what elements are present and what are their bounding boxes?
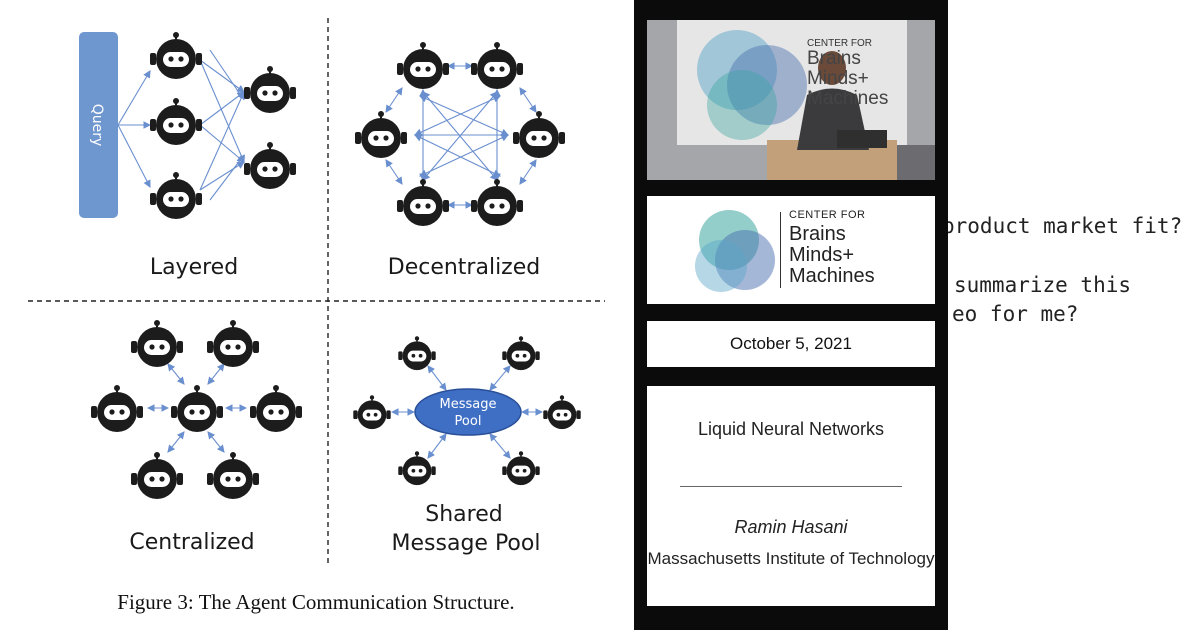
robot-icon [470, 41, 524, 90]
robot-icon [170, 384, 224, 433]
title-divider [680, 486, 902, 487]
figure-caption: Figure 3: The Agent Communication Struct… [117, 590, 514, 614]
title-card: Liquid Neural Networks Ramin Hasani Mass… [647, 386, 935, 606]
robot-icon [352, 394, 392, 430]
layered-label: Layered [150, 255, 238, 280]
talk-date: October 5, 2021 [730, 334, 852, 353]
frame-logo-line: Minds+ [807, 68, 869, 89]
decentralized-label: Decentralized [388, 255, 540, 280]
robot-icon [470, 178, 524, 227]
robot-icon [206, 319, 260, 368]
query-box [79, 32, 118, 218]
note-line-1: product market fit? [948, 214, 1182, 238]
note-line-2: summarize this [954, 273, 1131, 297]
robot-icon [501, 450, 541, 486]
logo-line-machines: Machines [789, 265, 875, 287]
date-card: October 5, 2021 [647, 321, 935, 367]
frame-logo-small: CENTER FOR [807, 38, 872, 49]
shared-label-line2: Message Pool [392, 531, 541, 556]
robot-icon [397, 450, 437, 486]
message-pool [414, 388, 522, 436]
robot-icon [90, 384, 144, 433]
note-line-3: eo for me? [952, 302, 1078, 326]
robot-icon [243, 141, 297, 190]
robot-icon [249, 384, 303, 433]
cbmm-logo-card: CENTER FOR Brains Minds+ Machines [647, 196, 935, 304]
speaker-institution: Massachusetts Institute of Technology [647, 549, 935, 568]
robot-icon [149, 171, 203, 220]
shared-pool-panel: Message Pool Shared Message Pool [352, 335, 582, 556]
robot-icon [397, 335, 437, 371]
robot-icon [501, 335, 541, 371]
robot-icon [396, 41, 450, 90]
speaker-video-frame[interactable]: CENTER FOR Brains Minds+ Machines [647, 20, 935, 180]
robot-icon [542, 394, 582, 430]
centralized-label: Centralized [129, 530, 254, 555]
robot-icon [130, 319, 184, 368]
layered-panel: Query Layered [79, 31, 297, 280]
robot-icon [512, 110, 566, 159]
handwritten-notes: product market fit? summarize this eo fo… [948, 214, 1182, 326]
logo-divider [780, 212, 781, 288]
talk-title: Liquid Neural Networks [697, 419, 885, 439]
shared-label-line1: Shared [425, 502, 502, 527]
logo-line-minds: Minds+ [789, 244, 855, 266]
robot-icon [243, 65, 297, 114]
decentralized-panel: Decentralized [354, 41, 566, 280]
pool-label-line1: Message [440, 397, 497, 412]
centralized-panel: Centralized [90, 319, 303, 555]
robot-icon [149, 31, 203, 80]
cbmm-logo-text: CENTER FOR Brains Minds+ Machines [789, 210, 875, 287]
agent-communication-diagram: Query Layered [28, 18, 605, 614]
robot-icon [130, 451, 184, 500]
query-label: Query [89, 104, 105, 147]
robot-icon [149, 97, 203, 146]
robot-icon [354, 110, 408, 159]
frame-logo-text: CENTER FOR Brains Minds+ Machines [807, 38, 888, 109]
cbmm-logo-icon [695, 210, 775, 292]
robot-icon [206, 451, 260, 500]
speaker-scene [647, 20, 935, 180]
robot-icon [396, 178, 450, 227]
speaker-name: Ramin Hasani [734, 517, 848, 537]
logo-center-for: CENTER FOR [789, 209, 866, 221]
lecture-video[interactable]: CENTER FOR Brains Minds+ Machines CENTER… [634, 0, 948, 630]
logo-line-brains: Brains [789, 223, 846, 245]
frame-logo-line: Brains [807, 48, 861, 69]
frame-logo-line: Machines [807, 88, 889, 109]
pool-label-line2: Pool [455, 414, 482, 429]
